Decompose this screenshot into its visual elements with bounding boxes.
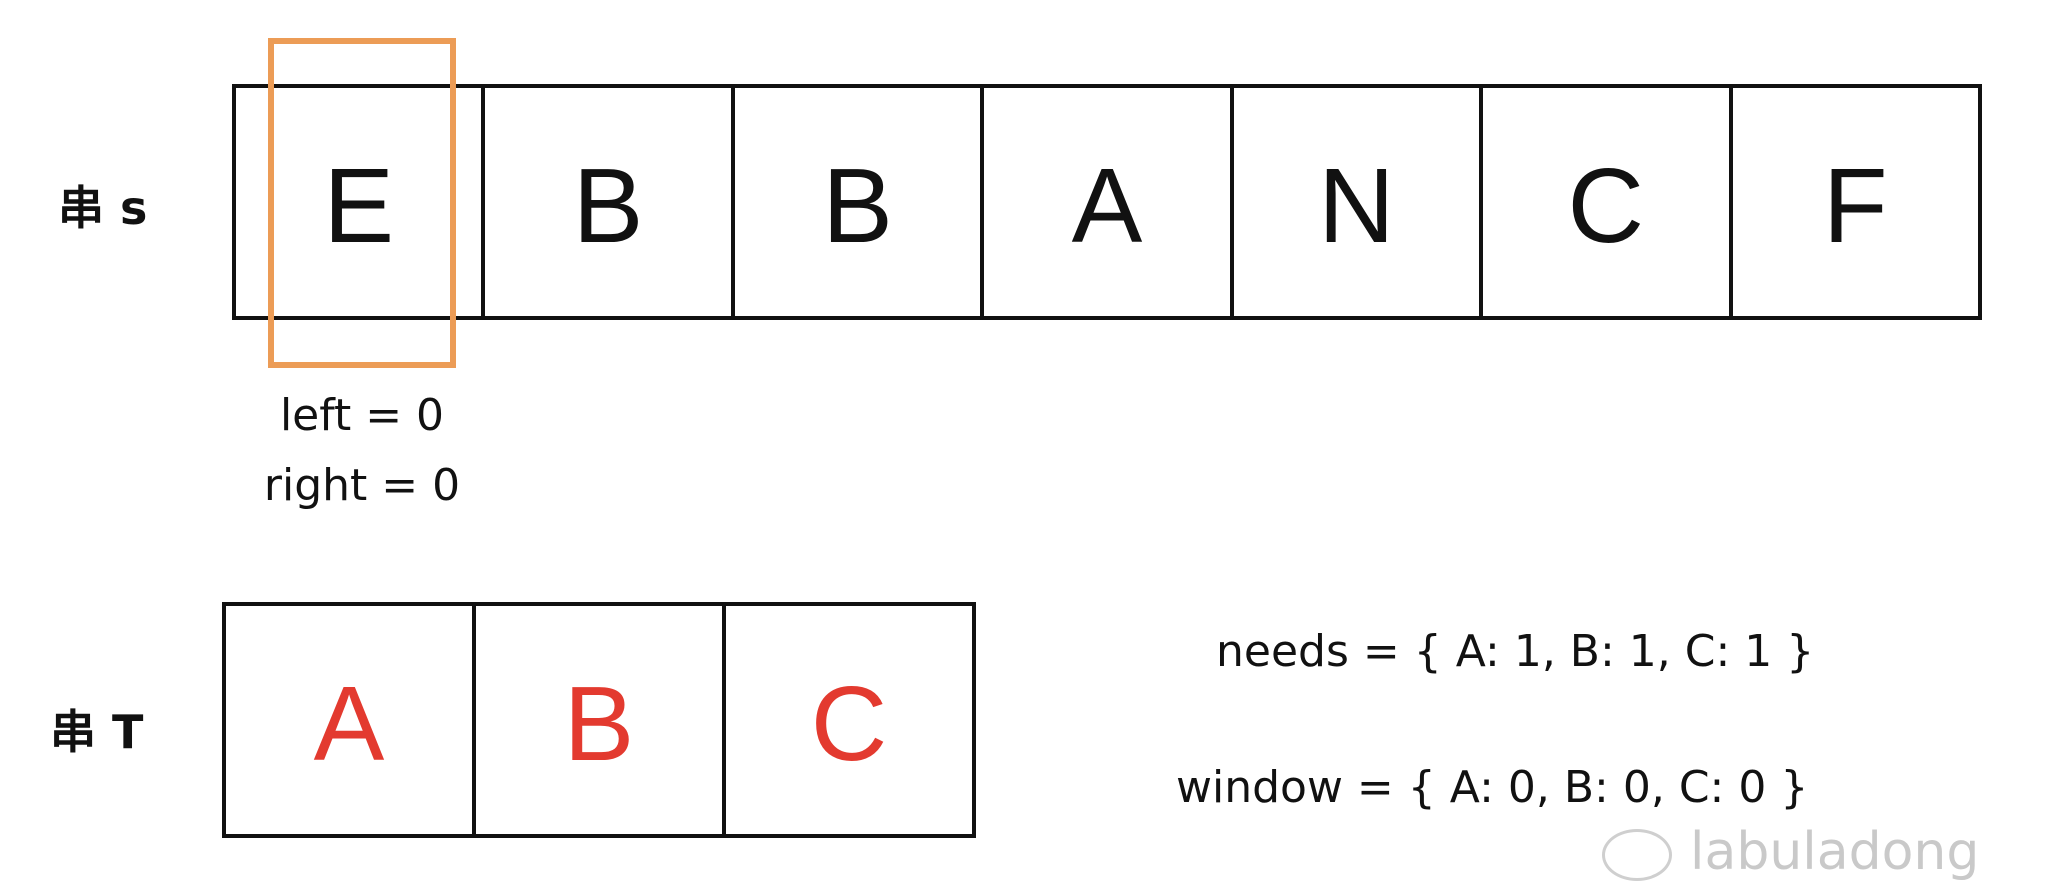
string-s-cell: F — [1733, 88, 1978, 316]
string-s-cell: C — [1483, 88, 1733, 316]
string-s-label: 串 s — [58, 181, 148, 235]
string-s-cell: A — [984, 88, 1234, 316]
string-s-char: B — [822, 147, 893, 265]
string-t-char: A — [313, 665, 385, 783]
string-s-cell: B — [735, 88, 985, 316]
watermark: labuladong — [1602, 822, 1979, 882]
needs-map: needs = { A: 1, B: 1, C: 1 } — [1216, 626, 1815, 677]
string-s-cell: B — [485, 88, 735, 316]
string-t-char: B — [563, 665, 635, 783]
string-t-cell: A — [226, 606, 476, 834]
string-s-char: F — [1822, 147, 1888, 265]
string-s-char: E — [323, 147, 395, 265]
string-s-char: C — [1567, 147, 1645, 265]
wechat-icon — [1602, 829, 1672, 881]
string-s-cell: E — [236, 88, 486, 316]
string-s-char: N — [1318, 147, 1395, 265]
window-map: window = { A: 0, B: 0, C: 0 } — [1176, 762, 1809, 813]
string-t-cell: C — [726, 606, 972, 834]
string-t-char: C — [810, 665, 888, 783]
left-pointer-label: left = 0 — [279, 390, 445, 441]
string-t-row: A B C — [222, 602, 976, 838]
string-s-row: E B B A N C F — [232, 84, 1982, 320]
string-t-cell: B — [476, 606, 726, 834]
window-highlight-box — [268, 38, 456, 368]
right-pointer-label: right = 0 — [263, 460, 461, 511]
watermark-text: labuladong — [1690, 822, 1980, 882]
string-s-char: B — [572, 147, 644, 265]
string-t-label: 串 T — [50, 705, 144, 759]
string-s-cell: N — [1234, 88, 1484, 316]
string-s-char: A — [1071, 147, 1143, 265]
